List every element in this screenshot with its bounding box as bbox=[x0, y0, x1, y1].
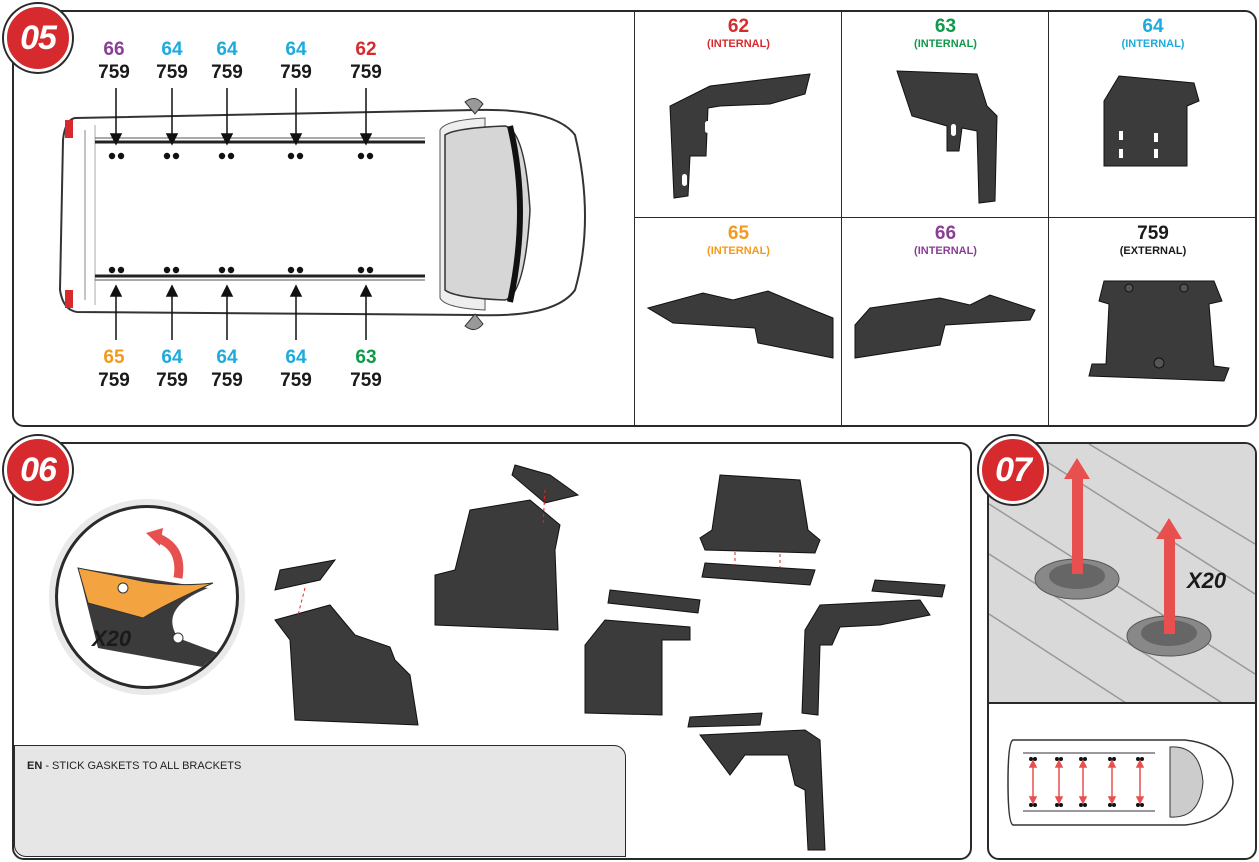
bottom-label-num: 759 bbox=[211, 370, 243, 391]
exploded-brackets bbox=[274, 464, 946, 851]
bottom-label-code: 63 bbox=[355, 347, 377, 368]
part-code: 65 bbox=[727, 223, 750, 244]
part-cell-66: 66(INTERNAL) bbox=[841, 217, 1049, 425]
part-code: 66 bbox=[934, 223, 957, 244]
bottom-label-num: 759 bbox=[280, 370, 312, 391]
bottom-label-num: 759 bbox=[98, 370, 130, 391]
part-cell-62: 62(INTERNAL) bbox=[634, 11, 842, 218]
part-sub: (INTERNAL) bbox=[707, 38, 770, 50]
part-code: 759 bbox=[1137, 223, 1169, 244]
top-label-code: 62 bbox=[355, 39, 377, 60]
step-06-badge: 06 bbox=[4, 436, 72, 504]
van-small-view bbox=[1007, 739, 1234, 826]
bottom-label-code: 64 bbox=[161, 347, 183, 368]
roof-closeup: X20 bbox=[989, 444, 1255, 704]
part-sub: (INTERNAL) bbox=[707, 245, 770, 257]
top-label-code: 64 bbox=[285, 39, 307, 60]
step-07-badge: 07 bbox=[979, 436, 1047, 504]
bracket-65-image bbox=[646, 290, 834, 359]
roof-closeup-image bbox=[989, 444, 1255, 702]
top-label-num: 759 bbox=[350, 62, 382, 83]
top-label-code: 64 bbox=[216, 39, 238, 60]
bracket-63-image bbox=[896, 70, 998, 204]
part-code: 63 bbox=[934, 16, 957, 37]
part-code: 62 bbox=[727, 16, 750, 37]
instruction-note: EN - STICK GASKETS TO ALL BRACKETS bbox=[14, 745, 626, 857]
step-05-badge: 05 bbox=[4, 4, 72, 72]
van-top-view bbox=[58, 98, 586, 330]
bottom-label-code: 64 bbox=[285, 347, 307, 368]
part-cell-63: 63(INTERNAL) bbox=[841, 11, 1049, 218]
bracket-62-image bbox=[669, 73, 811, 199]
bracket-759-image bbox=[1088, 280, 1230, 382]
part-cell-759: 759(EXTERNAL) bbox=[1048, 217, 1257, 425]
note-language: EN bbox=[27, 760, 43, 772]
bracket-64-image bbox=[1103, 75, 1200, 167]
top-label-num: 759 bbox=[211, 62, 243, 83]
part-cell-64: 64(INTERNAL) bbox=[1048, 11, 1257, 218]
roof-quantity: X20 bbox=[1187, 568, 1227, 593]
gasket-image bbox=[77, 528, 218, 668]
bottom-label-num: 759 bbox=[350, 370, 382, 391]
top-label-num: 759 bbox=[156, 62, 188, 83]
part-cell-65: 65(INTERNAL) bbox=[634, 217, 842, 425]
note-text: - STICK GASKETS TO ALL BRACKETS bbox=[42, 760, 242, 772]
part-code: 64 bbox=[1142, 16, 1164, 37]
bottom-label-code: 64 bbox=[216, 347, 238, 368]
part-sub: (INTERNAL) bbox=[1121, 38, 1185, 50]
bracket-66-image bbox=[854, 294, 1036, 359]
gasket-callout: X20 bbox=[55, 505, 239, 689]
gasket-quantity: X20 bbox=[92, 626, 132, 651]
bottom-label-code: 65 bbox=[103, 347, 125, 368]
bottom-label-num: 759 bbox=[156, 370, 188, 391]
top-label-num: 759 bbox=[98, 62, 130, 83]
top-label-code: 66 bbox=[103, 39, 125, 60]
part-sub: (INTERNAL) bbox=[914, 245, 977, 257]
top-label-code: 64 bbox=[161, 39, 183, 60]
top-label-num: 759 bbox=[280, 62, 312, 83]
part-sub: (INTERNAL) bbox=[914, 38, 977, 50]
part-sub: (EXTERNAL) bbox=[1119, 245, 1187, 257]
